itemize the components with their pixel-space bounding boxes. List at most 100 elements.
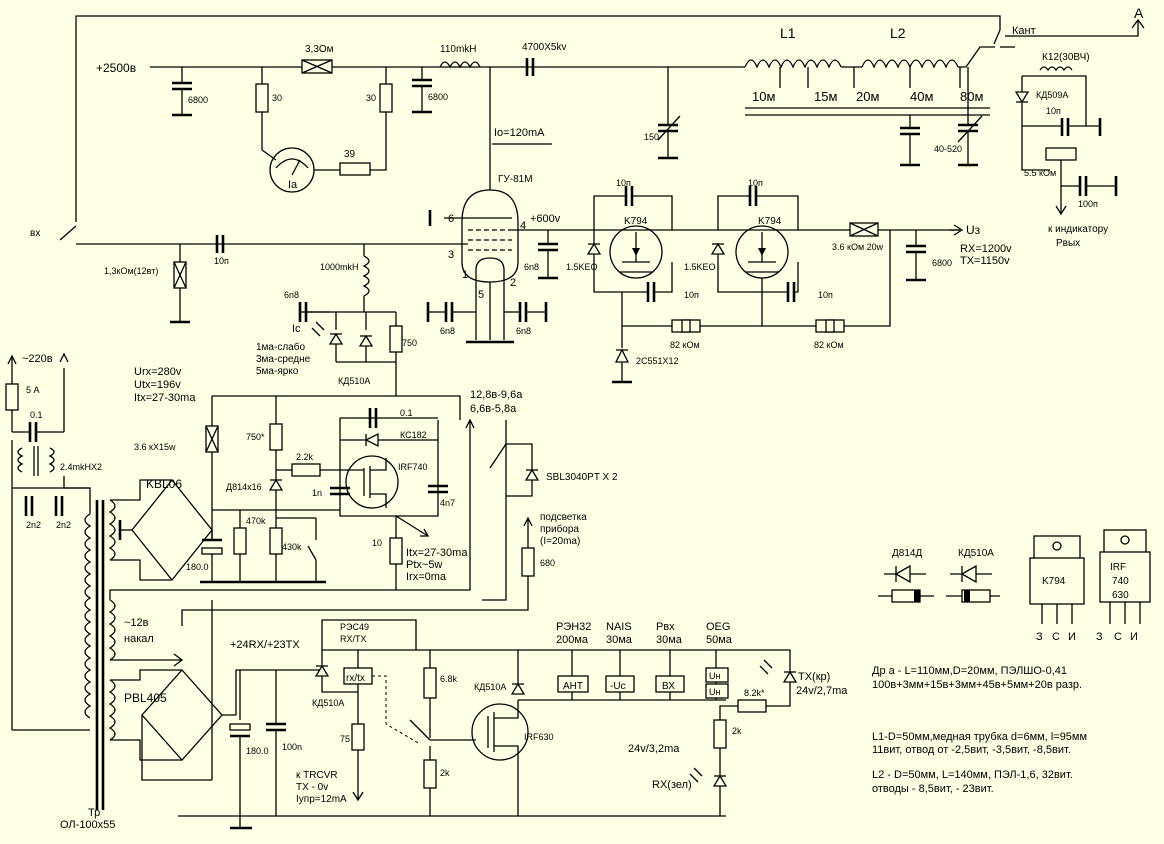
label-transformer-tr: Тр (88, 807, 100, 819)
label-relay-vx: ВХ (662, 681, 675, 692)
label-uz: Uз (966, 223, 981, 237)
label-lamp-2: прибора (540, 523, 579, 535)
label-plus24: +24RX/+23TX (230, 639, 300, 651)
label-kc182: КС182 (400, 430, 427, 440)
label-utx: Utx=196v (134, 379, 181, 391)
bias-supply: Urx=280v Utx=196v Itx=27-30ma 3.6 кX15w … (134, 366, 468, 590)
label-r8-2k: 8.2k* (744, 688, 765, 698)
label-r750: 750 (402, 338, 417, 348)
label-r5-5k: 5.5 кОм (1024, 168, 1056, 178)
label-r430k: 430k (282, 542, 302, 552)
label-c10p-ind: 10п (1046, 106, 1061, 116)
label-d1-5keo-1: 1.5KEO (566, 262, 598, 272)
label-i200: 200ма (556, 634, 589, 646)
label-r30-left: 30 (272, 93, 282, 103)
label-d814x16: Д814х16 (226, 482, 262, 492)
label-relay-un-1: Uн (709, 671, 720, 681)
label-r3-6k-15w: 3.6 кX15w (134, 442, 176, 452)
label-r750-star: 750* (246, 432, 265, 442)
label-oeg: OEG (706, 621, 730, 633)
label-res49-rxtx: RX/TX (340, 634, 367, 644)
label-2c551: 2С551Х12 (636, 356, 679, 366)
label-plus-2500v: +2500в (96, 61, 136, 75)
label-trcvr-i: Iупр=12mA (296, 794, 347, 805)
label-lamp-3: (I=20ma) (540, 536, 580, 547)
label-to-trcvr: к TRCVR (296, 770, 338, 781)
label-relay-un-2: Uн (709, 687, 720, 697)
label-pin1: 1 (462, 269, 468, 281)
label-pin-z2: З (1096, 631, 1103, 643)
label-c6n8-screen: 6n8 (524, 262, 539, 272)
label-choke-1000mkh: 1000mkH (320, 262, 359, 272)
label-kd510a-grid: КД510А (338, 376, 370, 386)
label-12-8v: 12,8в-9,6а (470, 389, 523, 401)
label-c10p-input: 10п (214, 256, 229, 266)
label-pin2: 2 (510, 277, 516, 289)
label-c6n8-fil-left: 6n8 (440, 326, 455, 336)
label-kant: Кант (1012, 25, 1036, 37)
label-rvx: Рвх (656, 621, 675, 633)
label-c6n8-grid: 6n8 (284, 290, 299, 300)
note-line-6: отводы - 8,5вит, - 23вит. (872, 783, 994, 795)
label-c4700: 4700X5kv (522, 42, 566, 53)
label-nais: NAIS (606, 621, 632, 633)
label-irf630: IRF630 (524, 732, 554, 742)
label-leg-irf: IRF (1110, 562, 1126, 573)
label-l2: L2 (890, 25, 906, 41)
label-sbl3040pt: SBL3040PT X 2 (546, 472, 618, 483)
label-pin4: 4 (520, 220, 526, 232)
label-urx: Urx=280v (134, 366, 182, 378)
label-c150: 150 (644, 132, 659, 142)
label-itx-meas: Itx=27-30ma (406, 547, 468, 559)
label-c6800-left: 6800 (188, 95, 208, 105)
mains-section: ~220в 5 А 0.1 2.4mkHX2 2n2 2n2 (5, 352, 618, 831)
label-pin6: 6 (448, 213, 454, 225)
label-c4n7: 4n7 (440, 498, 455, 508)
note-line-5: L2 - D=50мм, L=140мм, ПЭЛ-1,6, 32вит. (872, 769, 1073, 781)
label-input-vx: вх (30, 228, 40, 239)
label-tap-40m: 40м (910, 89, 933, 104)
tube-stage: вх 1,3кОм(12вт) 10п ГУ-81М 6 4 3 1 5 2 +… (30, 174, 960, 396)
label-pin-i2: И (1130, 631, 1138, 643)
label-l1: L1 (780, 25, 796, 41)
label-r30-right: 30 (366, 93, 376, 103)
label-c6800-screen: 6800 (932, 258, 952, 268)
label-c1n: 1n (312, 488, 322, 498)
label-mains: ~220в (22, 353, 53, 365)
label-c10p-k2-top: 10п (748, 178, 763, 188)
label-kd510a-relay: КД510А (312, 698, 344, 708)
label-pin-s1: С (1052, 631, 1060, 643)
label-c2n2-2: 2n2 (56, 520, 71, 530)
label-r2-2k: 2.2k (296, 452, 314, 462)
component-legend: Д814Д КД510А K794 З С И IRF 740 630 (878, 529, 1151, 643)
label-i30-2: 30ма (656, 634, 683, 646)
label-rx-zel: RX(зел) (652, 779, 692, 791)
label-c01-bias: 0.1 (400, 408, 413, 418)
label-pin-s2: С (1114, 631, 1122, 643)
label-r2k-led: 2k (732, 726, 742, 736)
label-ptx: Ptx~5w (406, 559, 442, 571)
note-line-1: Др а - L=110мм,D=20мм, ПЭЛШО-0,41 (872, 665, 1067, 677)
label-pvyh: Рвых (1056, 238, 1080, 249)
label-kd509a: КД509А (1036, 90, 1068, 100)
label-6-6v: 6,6в-5,8а (470, 403, 517, 415)
label-k794-1: K794 (624, 216, 648, 227)
label-c100p-ind: 100п (1078, 199, 1098, 209)
label-r3-6k-20w: 3.6 кОм 20w (832, 242, 884, 252)
label-tap-10m: 10м (752, 89, 775, 104)
label-itx: Itx=27-30ma (134, 392, 196, 404)
label-transformer-type: ОЛ-100х55 (60, 819, 115, 831)
label-leg-d814d: Д814Д (892, 548, 922, 559)
note-line-4: 11вит, отвод от -2,5вит, -3,5вит, -8,5ви… (872, 744, 1071, 756)
label-r-3-3ohm: 3,3Ом (305, 44, 334, 55)
label-r39: 39 (344, 149, 356, 160)
label-r6-8k: 6.8k (440, 674, 458, 684)
spec-notes: Др а - L=110мм,D=20мм, ПЭЛШО-0,41 100в+3… (872, 665, 1087, 795)
label-leg-k794: K794 (1042, 576, 1066, 587)
label-antenna-a: A (1134, 5, 1144, 21)
label-res49: РЭС49 (340, 622, 369, 632)
label-leg-630: 630 (1112, 590, 1129, 601)
label-tx-kr: ТХ(кр) (798, 671, 830, 683)
label-irf740: IRF740 (398, 462, 428, 472)
label-choke-110mkh: 110mkH (440, 44, 477, 55)
